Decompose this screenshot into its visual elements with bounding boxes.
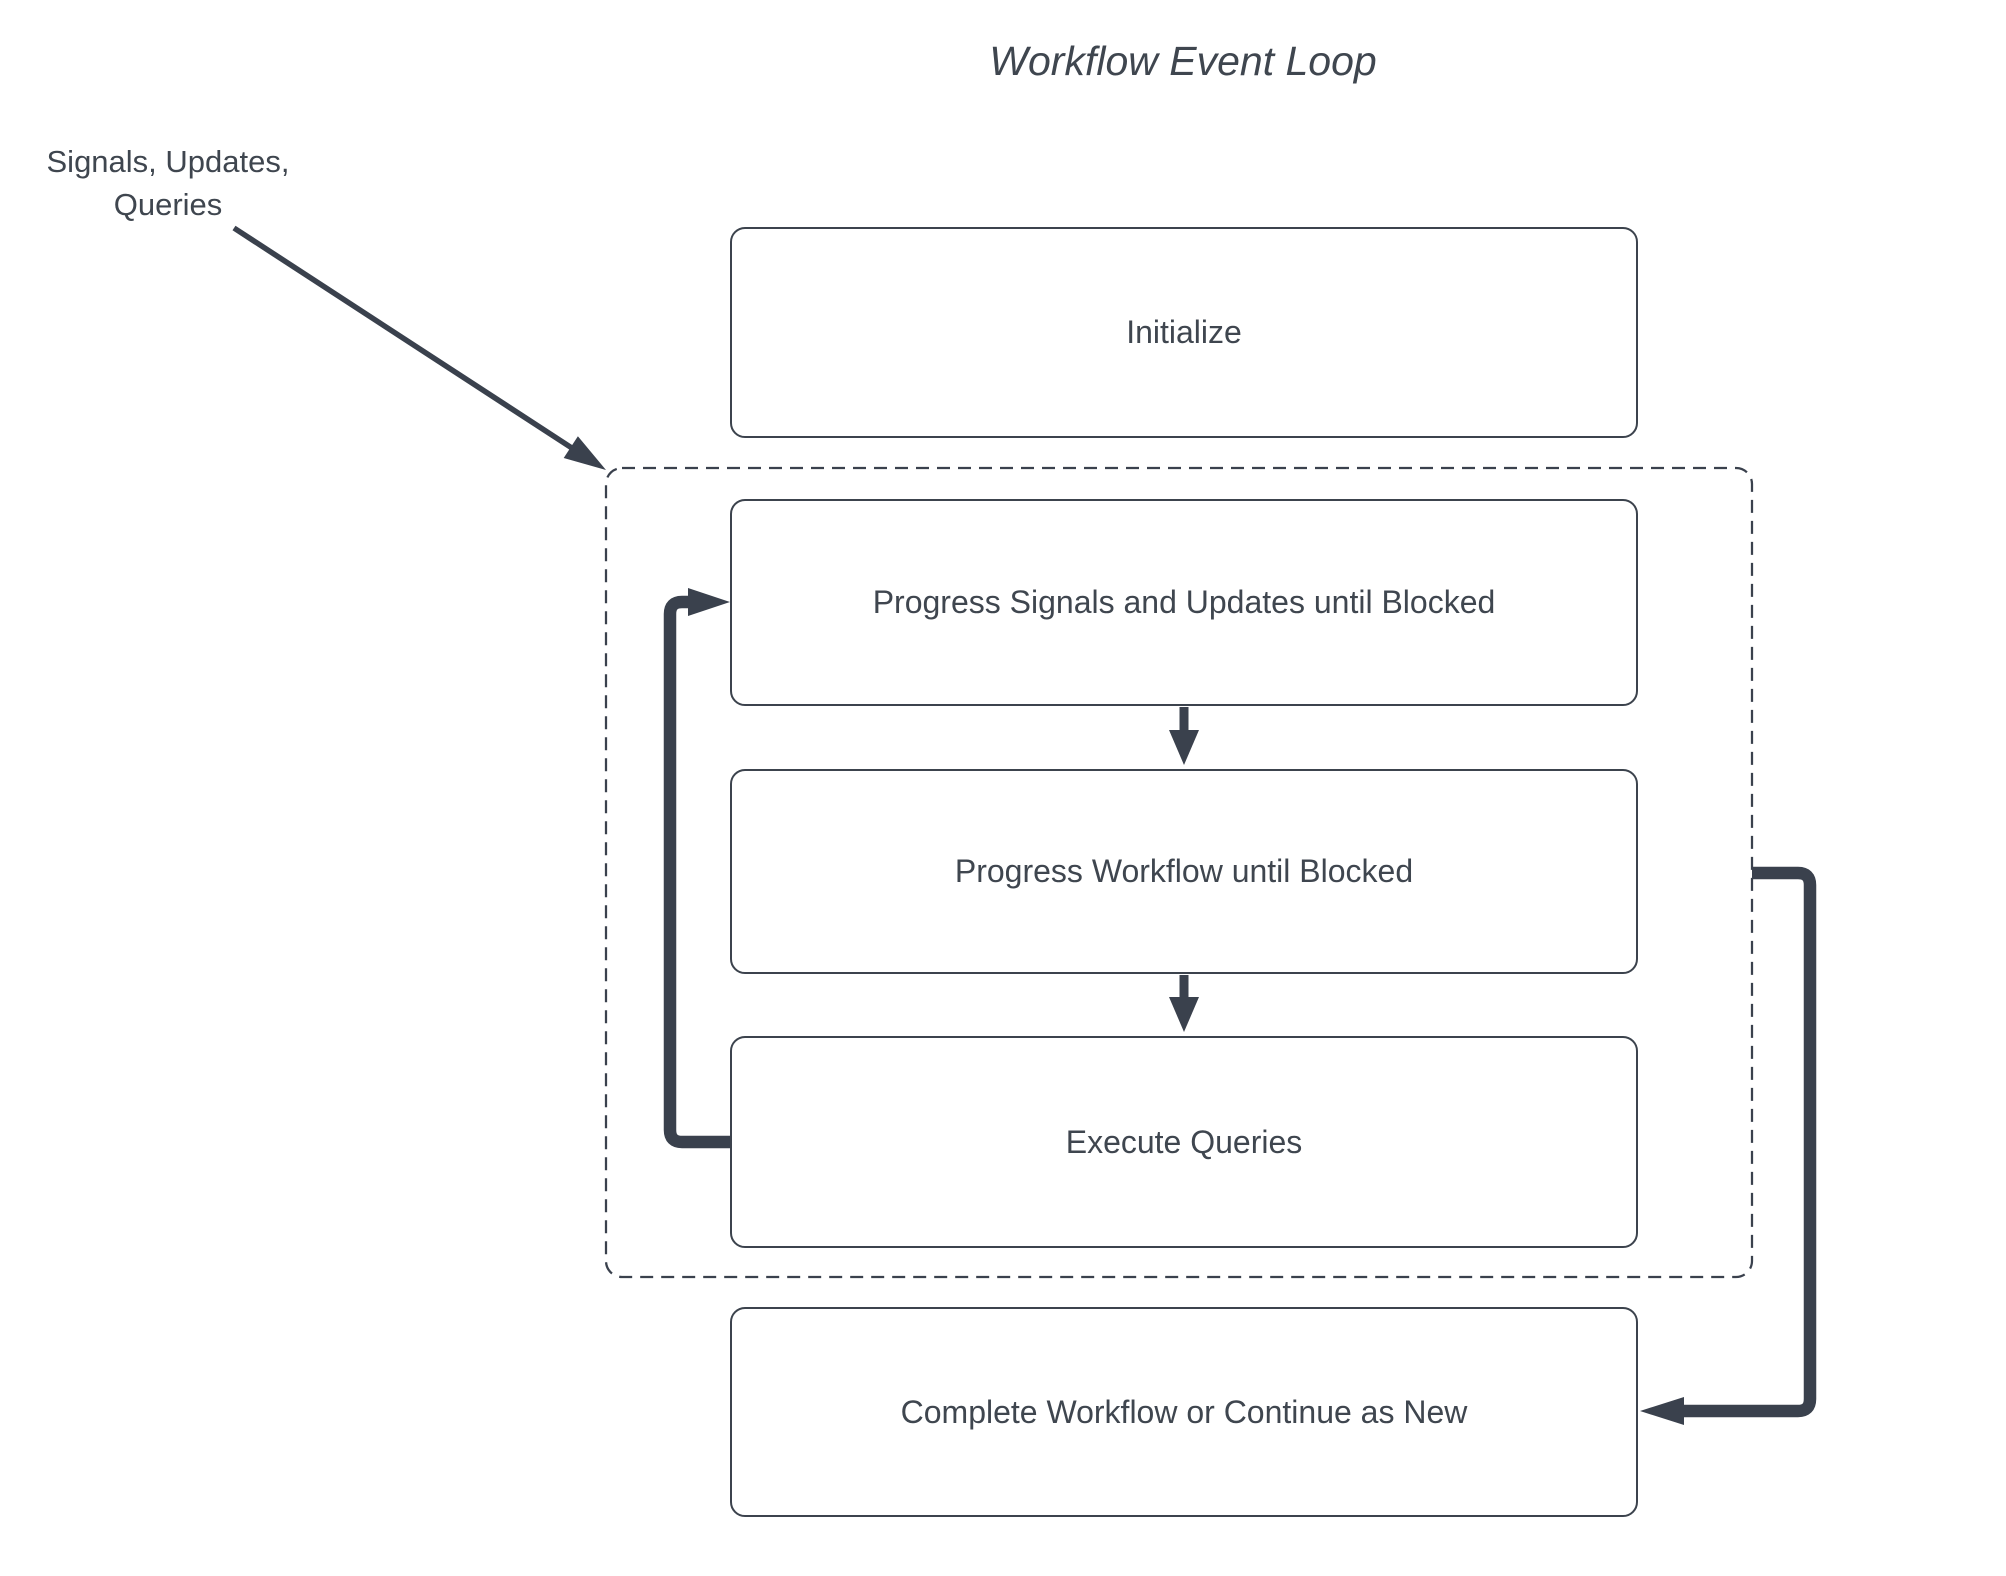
signals-annotation-arrow: [232, 225, 606, 470]
node-initialize: Initialize: [730, 227, 1638, 438]
node-progress-signals-label: Progress Signals and Updates until Block…: [872, 584, 1496, 620]
node-progress-workflow-label: Progress Workflow until Blocked: [954, 853, 1414, 889]
external-inputs-label: Signals, Updates, Queries: [46, 144, 290, 222]
event-loop-dashed-container: [604, 466, 1754, 1279]
down-arrow-2: [1169, 975, 1199, 1032]
node-progress-signals: Progress Signals and Updates until Block…: [730, 499, 1638, 706]
node-progress-workflow: Progress Workflow until Blocked: [730, 769, 1638, 974]
down-arrow-1: [1169, 707, 1199, 765]
node-complete: Complete Workflow or Continue as New: [730, 1307, 1638, 1517]
node-execute-queries-label: Execute Queries: [1065, 1123, 1303, 1160]
node-initialize-label: Initialize: [1126, 314, 1242, 350]
node-complete-label: Complete Workflow or Continue as New: [900, 1393, 1468, 1430]
node-execute-queries: Execute Queries: [730, 1036, 1638, 1248]
page-title: Workflow Event Loop: [989, 38, 1377, 84]
loop-back-arrow: [663, 588, 730, 1149]
exit-arrow: [1640, 866, 1817, 1425]
